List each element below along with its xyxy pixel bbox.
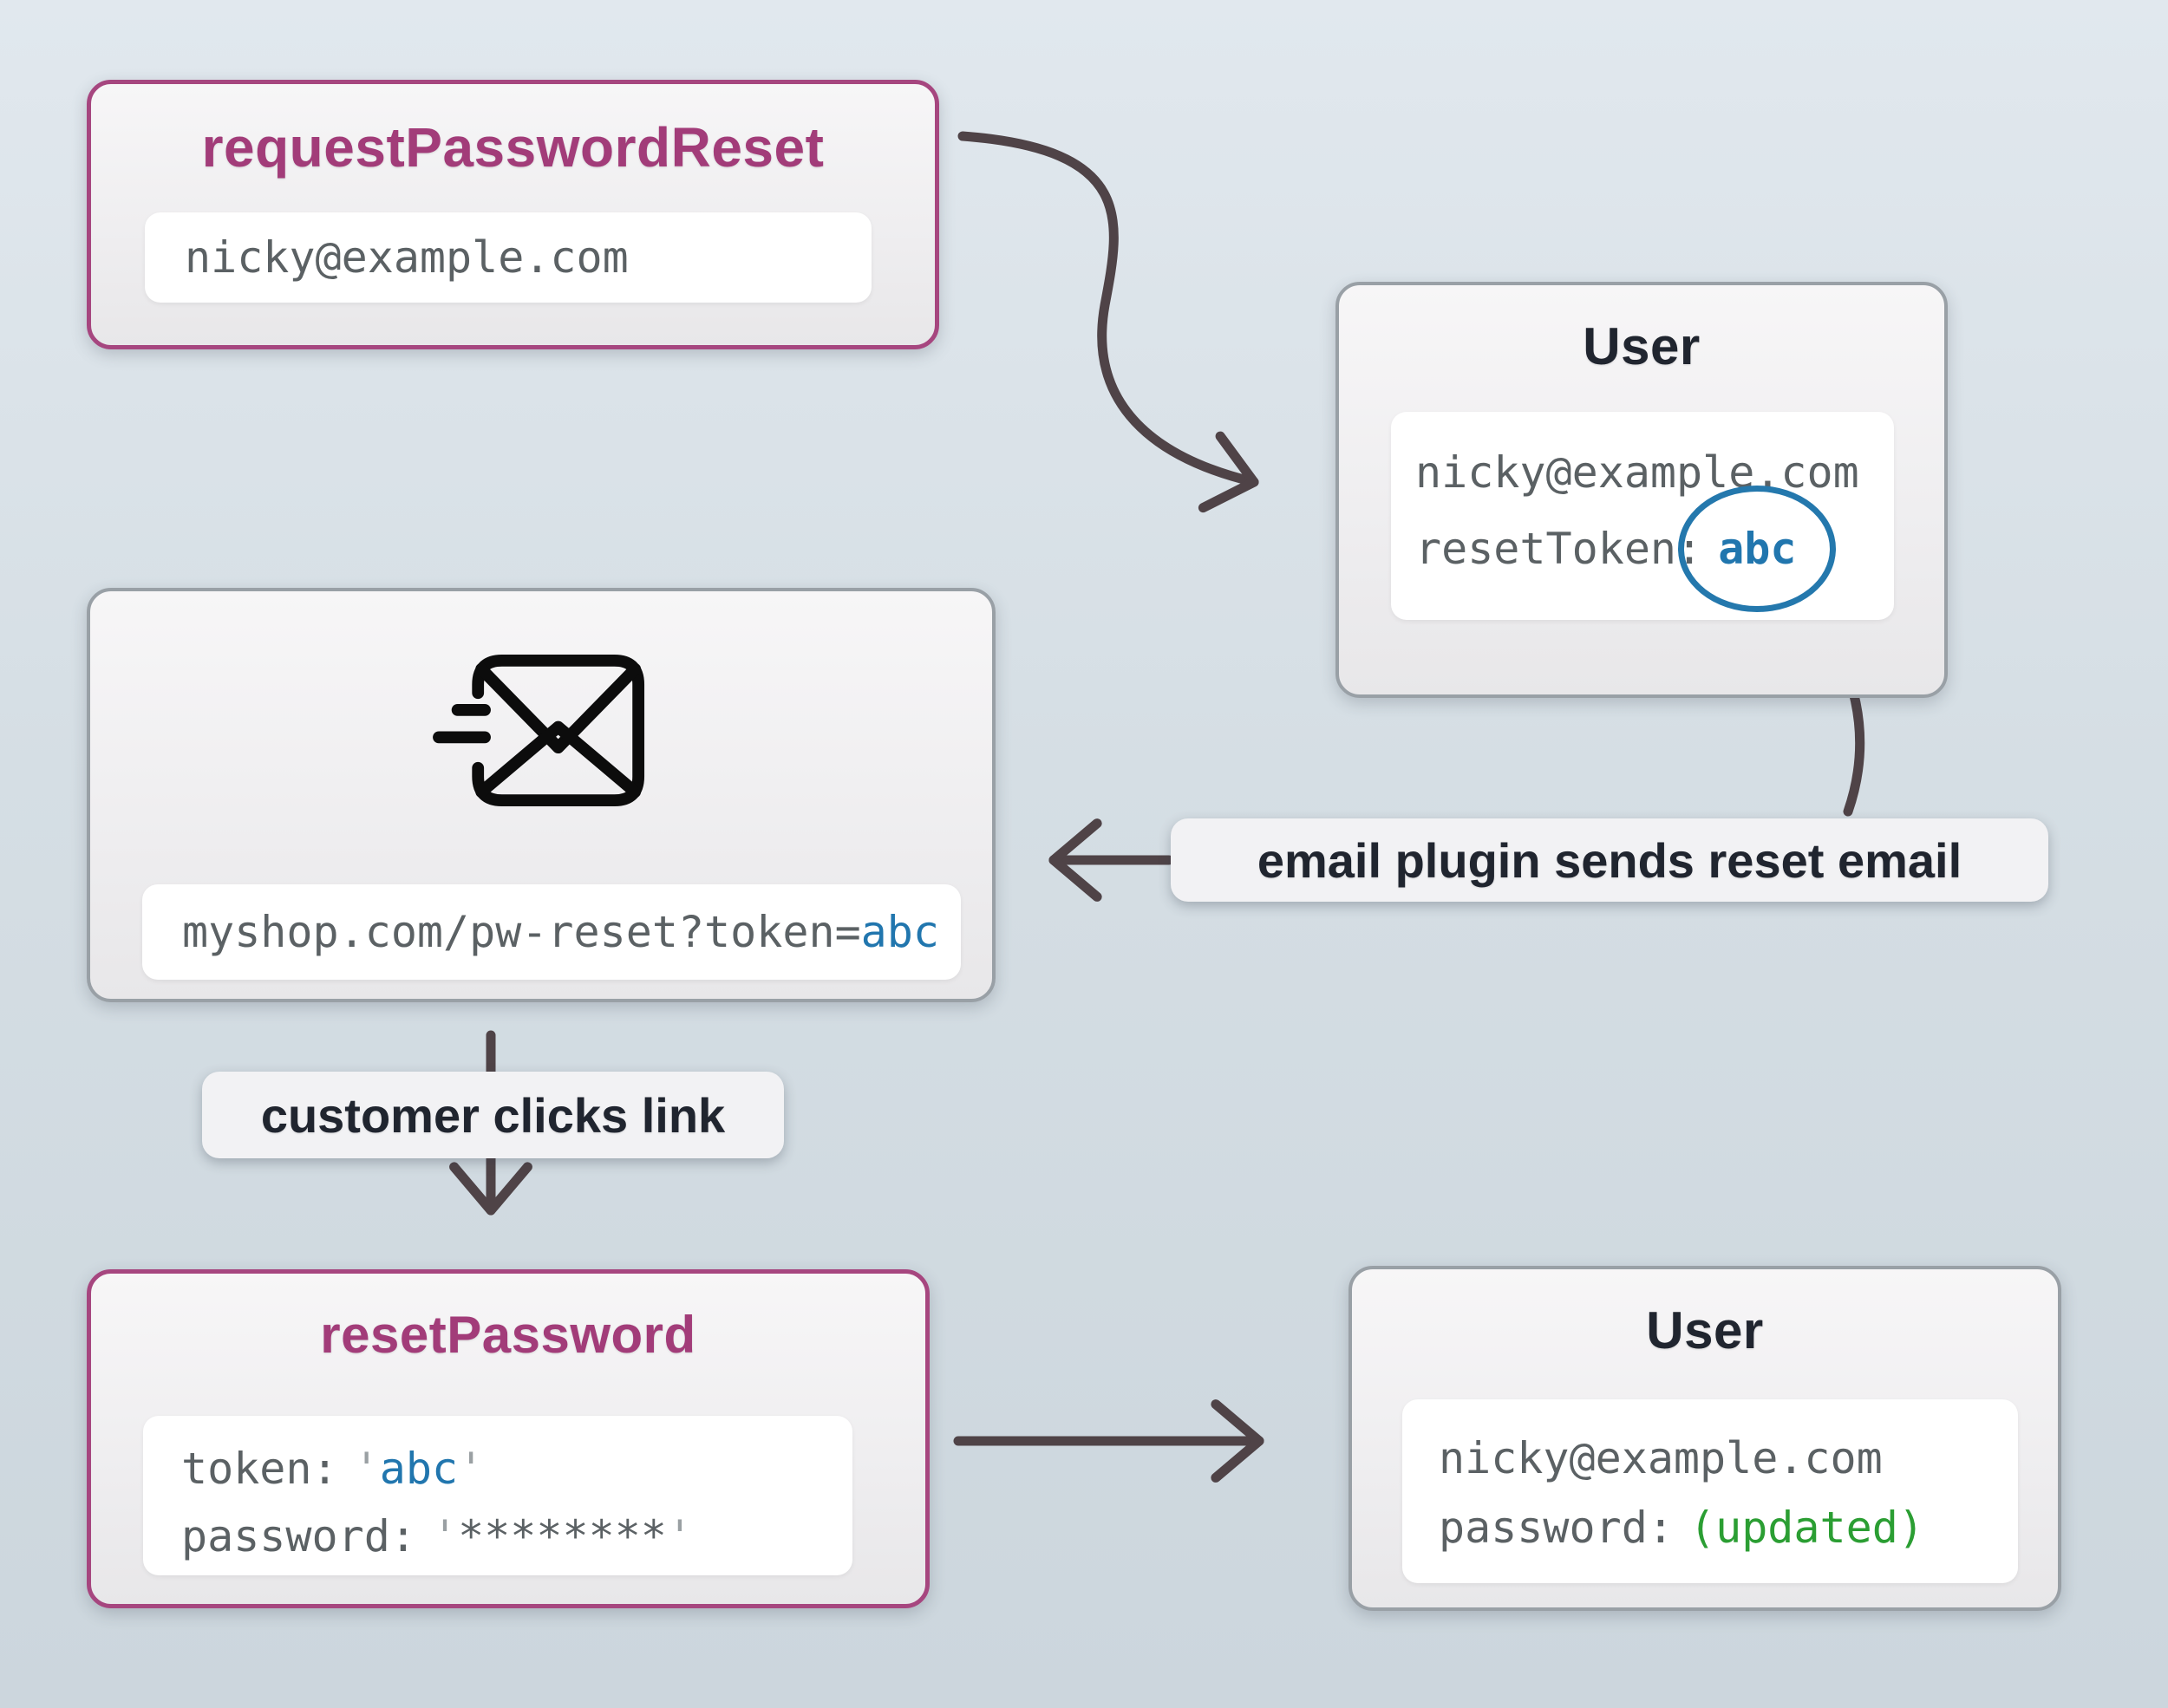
user-top-record: nicky@example.com resetToken: abc: [1391, 412, 1894, 620]
user-bottom-node: User nicky@example.com password: (updated…: [1348, 1266, 2061, 1611]
reset-url-prefix: myshop.com/pw-reset?token=: [182, 907, 861, 957]
user-bottom-record: nicky@example.com password: (updated): [1402, 1399, 2018, 1583]
request-password-reset-node: requestPasswordReset nicky@example.com: [87, 80, 939, 349]
user-top-email: nicky@example.com: [1415, 447, 1859, 498]
request-password-reset-title: requestPasswordReset: [201, 116, 825, 179]
user-top-email-line: nicky@example.com: [1415, 434, 1894, 511]
reset-token-value: abc: [1718, 524, 1797, 574]
email-plugin-label: email plugin sends reset email: [1171, 818, 2048, 902]
user-bottom-password-line: password: (updated): [1439, 1493, 2018, 1562]
close-quote-2: ': [666, 1511, 694, 1561]
token-arg-value: abc: [379, 1444, 459, 1494]
user-bottom-password-label: password:: [1439, 1503, 1674, 1553]
close-quote: ': [458, 1444, 485, 1494]
user-top-token-line: resetToken: abc: [1415, 486, 1894, 612]
email-value: nicky@example.com: [185, 232, 629, 283]
password-arg-line: password: '********': [181, 1503, 852, 1570]
reset-link-field: myshop.com/pw-reset?token=abc: [142, 884, 961, 980]
reset-password-args: token:'abc' password:'********': [143, 1416, 852, 1575]
customer-clicks-label: customer clicks link: [202, 1072, 784, 1158]
user-top-node: User nicky@example.com resetToken: abc: [1335, 282, 1948, 698]
open-quote: ': [353, 1444, 380, 1494]
user-bottom-title: User: [1646, 1301, 1764, 1359]
email-input-field: nicky@example.com: [145, 212, 872, 303]
token-arg-label: token:: [181, 1444, 338, 1494]
reset-url-token: abc: [860, 907, 939, 957]
send-email-icon: [433, 654, 645, 807]
arrow-request-to-user: [957, 131, 1259, 513]
user-top-title: User: [1583, 317, 1701, 375]
user-bottom-password-value: (updated): [1688, 1503, 1924, 1553]
customer-clicks-label-text: customer clicks link: [260, 1087, 726, 1143]
password-arg-label: password:: [181, 1511, 416, 1561]
user-bottom-email-line: nicky@example.com: [1439, 1424, 2018, 1493]
reset-password-title: resetPassword: [320, 1306, 696, 1364]
email-plugin-label-text: email plugin sends reset email: [1257, 832, 1962, 888]
user-bottom-email: nicky@example.com: [1439, 1433, 1883, 1483]
open-quote-2: ': [431, 1511, 459, 1561]
password-arg-value: ********: [458, 1511, 667, 1561]
token-arg-line: token: 'abc': [181, 1435, 852, 1503]
reset-password-node: resetPassword token:'abc' password:'****…: [87, 1269, 930, 1608]
reset-token-label: resetToken:: [1415, 524, 1703, 574]
reset-email-node: myshop.com/pw-reset?token=abc: [87, 588, 996, 1002]
